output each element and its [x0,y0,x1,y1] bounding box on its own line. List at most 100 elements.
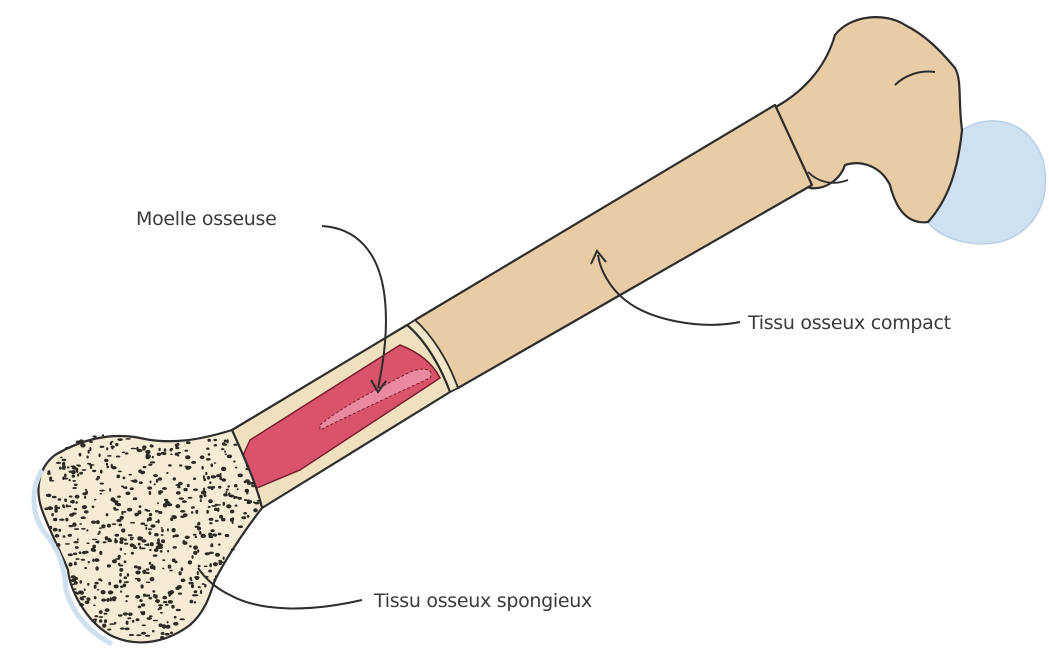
spongy-dot [207,476,210,480]
label-marrow: Moelle osseuse [136,208,277,230]
spongy-dot [74,528,79,530]
spongy-dot [187,484,190,488]
spongy-dot [146,568,150,570]
spongy-dot [163,503,168,507]
spongy-dot [160,550,163,553]
spongy-dot [84,510,89,513]
spongy-dot [224,440,227,443]
spongy-dot [97,476,100,479]
spongy-dot [251,482,255,485]
spongy-dot [124,553,126,555]
spongy-dot [130,544,135,546]
spongy-dot [82,492,87,495]
spongy-dot [100,493,103,495]
spongy-dot [47,473,51,475]
spongy-dot [204,584,206,588]
spongy-dot [213,439,217,441]
spongy-dot [150,542,154,546]
spongy-dot [235,467,237,469]
spongy-dot [140,523,145,525]
spongy-dot [245,489,249,493]
spongy-dot [147,486,152,489]
spongy-dot [167,621,169,623]
spongy-dot [149,513,152,516]
spongy-dot [81,516,86,519]
spongy-dot [72,475,75,478]
spongy-dot [146,617,152,620]
spongy-dot [113,500,118,503]
spongy-dot [116,475,120,479]
spongy-dot [135,571,140,575]
spongy-dot [171,605,174,609]
spongy-dot [117,438,122,441]
spongy-dot [191,511,193,514]
spongy-dot [188,497,193,499]
spongy-dot [219,515,223,519]
spongy-dot [214,462,217,464]
spongy-dot [75,501,77,504]
spongy-dot [141,632,146,635]
spongy-dot [106,447,108,450]
spongy-dot [226,504,231,508]
spongy-dot [117,496,121,498]
spongy-dot [211,529,215,532]
spongy-dot [88,561,90,563]
spongy-dot [185,536,190,539]
spongy-dot [202,534,205,536]
spongy-dot [74,508,77,510]
spongy-dot [92,470,96,472]
spongy-dot [125,628,130,631]
spongy-dot [170,448,173,451]
spongy-dot [195,510,198,514]
spongy-dot [208,570,212,573]
spongy-dot [150,461,155,463]
spongy-dot [120,628,125,630]
spongy-dot [82,596,86,598]
spongy-dot [251,485,255,487]
spongy-dot [136,447,138,451]
spongy-dot [209,563,212,567]
spongy-dot [158,544,164,547]
spongy-dot [143,466,147,468]
spongy-dot [207,486,212,489]
spongy-dot [99,619,102,623]
spongy-dot [192,555,194,559]
spongy-dot [135,595,140,599]
spongy-dot [153,474,158,477]
spongy-dot [241,516,246,519]
spongy-dot [214,508,218,511]
spongy-dot [95,615,99,617]
spongy-dot [138,543,141,546]
spongy-dot [134,565,138,568]
spongy-dot [193,551,197,555]
spongy-dot [178,593,182,595]
spongy-dot [154,549,158,552]
spongy-dot [158,608,160,610]
spongy-dot [71,470,76,474]
spongy-dot [161,527,163,529]
spongy-dot [229,495,235,498]
spongy-dot [107,455,112,457]
spongy-dot [99,527,102,529]
spongy-dot [66,504,68,507]
spongy-dot [197,571,199,575]
spongy-dot [118,471,122,473]
spongy-dot [235,505,238,507]
spongy-dot [137,566,141,570]
spongy-dot [118,614,123,616]
spongy-dot [120,591,122,593]
spongy-dot [148,528,152,530]
spongy-dot [96,520,100,524]
spongy-dot [103,541,107,543]
spongy-dot [134,513,138,517]
spongy-dot [157,538,160,542]
spongy-dot [180,510,185,513]
spongy-dot [82,604,84,606]
spongy-dot [204,566,208,568]
spongy-dot [106,463,108,466]
spongy-dot [253,508,258,512]
spongy-dot [133,497,137,500]
spongy-dot [223,502,226,506]
spongy-dot [177,585,182,589]
spongy-dot [125,595,129,597]
